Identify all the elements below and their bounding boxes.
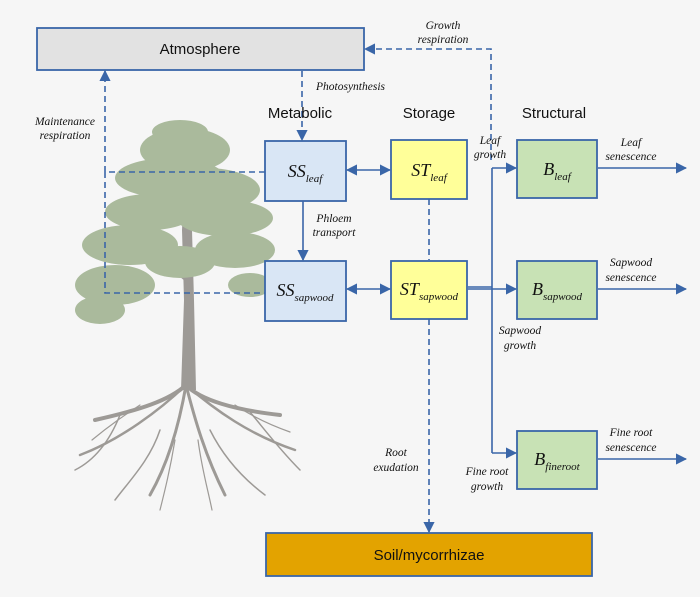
column-metabolic: Metabolic	[268, 105, 333, 122]
fineroot-growth-label-1: Fine root	[465, 466, 509, 478]
root-exudation-label-2: exudation	[373, 462, 419, 474]
sapwood-growth-label-1: Sapwood	[499, 325, 541, 337]
st-sapwood-main: ST	[400, 279, 421, 299]
b-fineroot-box: Bfineroot	[516, 430, 598, 490]
fineroot-senescence-label-2: senescence	[605, 442, 656, 454]
tree-icon	[74, 120, 301, 511]
b-leaf-sub: leaf	[554, 171, 572, 183]
st-leaf-box: STleaf	[390, 139, 468, 200]
column-storage: Storage	[403, 105, 456, 122]
ss-sapwood-sub: sapwood	[294, 292, 334, 304]
b-fineroot-main: B	[534, 449, 545, 469]
st-sapwood-sub: sapwood	[419, 291, 459, 303]
maintenance-respiration-label-2: respiration	[40, 130, 91, 142]
b-fineroot-sub: fineroot	[545, 461, 580, 473]
soil-box: Soil/mycorrhizae	[265, 532, 593, 577]
phloem-transport-label-2: transport	[313, 227, 357, 239]
fineroot-growth-label-2: growth	[471, 481, 503, 493]
photosynthesis-label: Photosynthesis	[315, 81, 386, 93]
maintenance-respiration-label-1: Maintenance	[34, 116, 95, 128]
phloem-transport-label-1: Phloem	[315, 213, 351, 225]
svg-text:STsapwood: STsapwood	[400, 279, 459, 303]
sapwood-senescence-label-2: senescence	[605, 272, 656, 284]
ss-leaf-box: SSleaf	[264, 140, 347, 202]
svg-text:Bfineroot: Bfineroot	[534, 449, 580, 473]
sapwood-growth-label-2: growth	[504, 340, 536, 352]
atmosphere-box: Atmosphere	[36, 27, 365, 71]
svg-text:SSsapwood: SSsapwood	[276, 280, 334, 304]
b-sapwood-box: Bsapwood	[516, 260, 598, 320]
fineroot-senescence-label-1: Fine root	[609, 427, 653, 439]
growth-trunk-line	[468, 168, 493, 453]
st-leaf-sub: leaf	[430, 172, 448, 184]
sapwood-senescence-label-1: Sapwood	[610, 257, 652, 269]
growth-respiration-label-1: Growth	[426, 20, 461, 32]
b-sapwood-main: B	[532, 279, 543, 299]
ss-leaf-main: SS	[288, 161, 306, 181]
ss-sapwood-box: SSsapwood	[264, 260, 347, 322]
soil-label: Soil/mycorrhizae	[374, 547, 485, 564]
svg-text:SSleaf: SSleaf	[288, 161, 324, 185]
growth-respiration-label-2: respiration	[418, 34, 469, 46]
atmosphere-label: Atmosphere	[160, 41, 241, 58]
leaf-growth-label-1: Leaf	[479, 135, 502, 147]
svg-text:Bsapwood: Bsapwood	[532, 279, 583, 303]
b-leaf-box: Bleaf	[516, 139, 598, 199]
b-leaf-main: B	[543, 159, 554, 179]
svg-text:STleaf: STleaf	[411, 160, 448, 184]
st-leaf-main: ST	[411, 160, 432, 180]
svg-text:Bleaf: Bleaf	[543, 159, 572, 183]
b-sapwood-sub: sapwood	[543, 291, 583, 303]
leaf-growth-label-2: growth	[474, 149, 506, 161]
st-sapwood-box: STsapwood	[390, 260, 468, 320]
growth-respiration-arrow	[363, 43, 492, 160]
ss-sapwood-main: SS	[276, 280, 294, 300]
column-structural: Structural	[522, 105, 586, 122]
ss-leaf-sub: leaf	[306, 173, 324, 185]
root-exudation-label-1: Root	[384, 447, 408, 459]
maintenance-respiration-arrow	[105, 71, 265, 294]
leaf-senescence-label-1: Leaf	[620, 137, 643, 149]
leaf-senescence-label-2: senescence	[605, 151, 656, 163]
